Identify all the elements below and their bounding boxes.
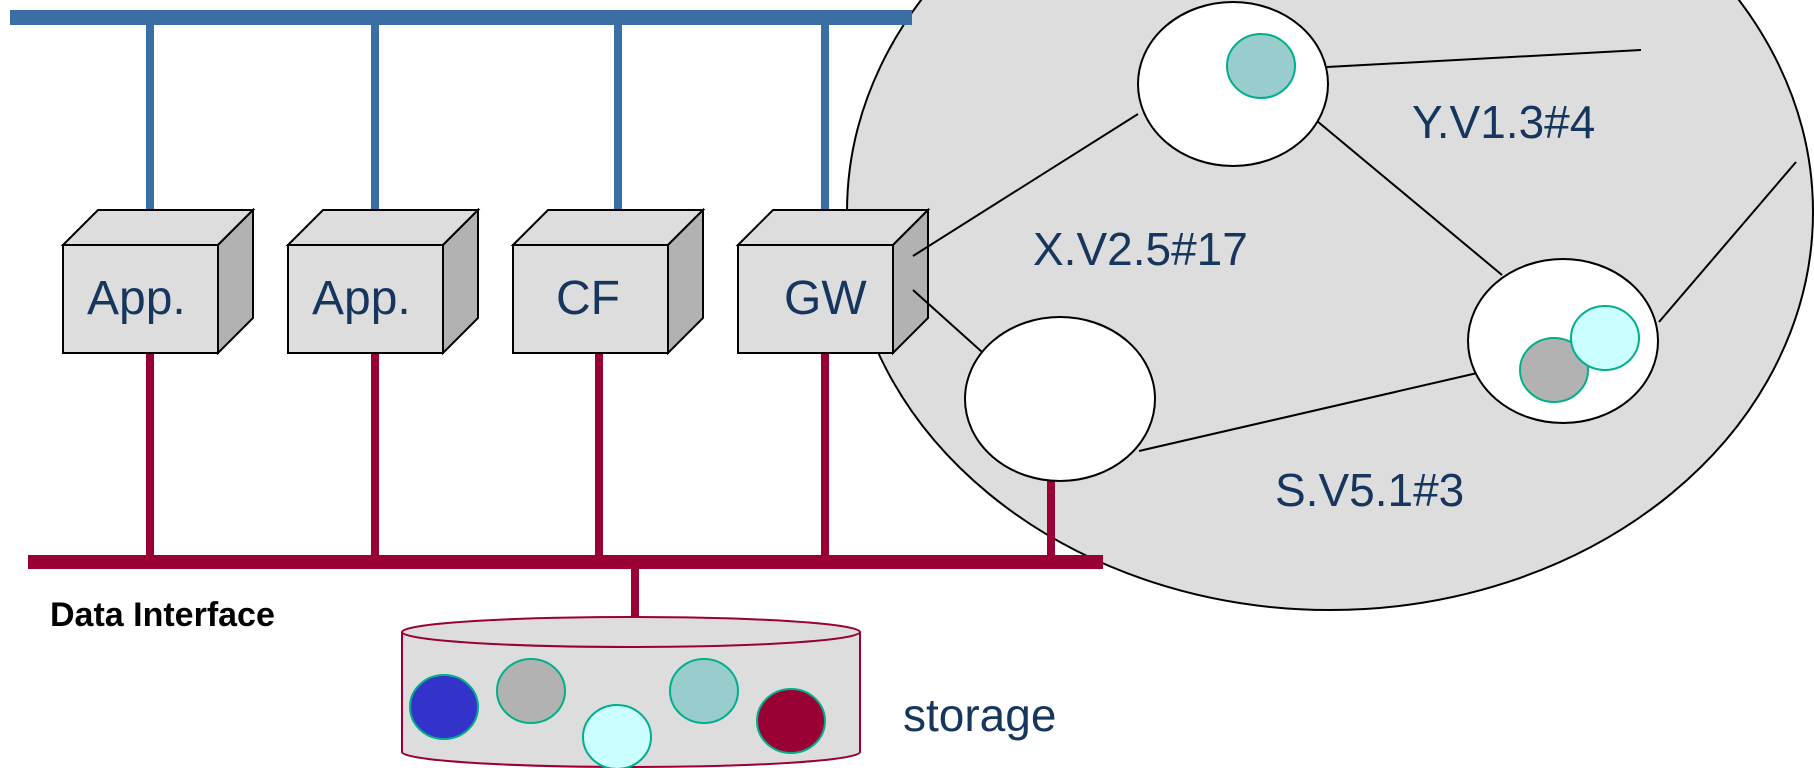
storage-connector (631, 569, 639, 641)
top-bus-drop-1 (146, 25, 154, 225)
service-label-x: X.V2.5#17 (1033, 223, 1248, 275)
app-box-1-label: App. (87, 272, 186, 325)
stored-item-teal (669, 658, 739, 724)
top-bus-drop-2 (371, 25, 379, 225)
bottom-bus-drop-4 (821, 350, 829, 562)
link-gw-top-node (912, 113, 1139, 257)
bottom-bus-drop-3 (595, 350, 603, 562)
top-bus-drop-4 (821, 25, 829, 225)
link-right-node-edge (1658, 161, 1797, 323)
gw-box: GW (735, 207, 931, 356)
app-box-2: App. (285, 207, 481, 356)
cf-box: CF (510, 207, 706, 356)
app-box-2-label: App. (312, 272, 411, 325)
stored-item-cyan (582, 704, 652, 768)
link-top-node-right-node (1310, 115, 1503, 276)
top-bus-drop-3 (614, 25, 622, 225)
network-node-right-service-cyan (1570, 305, 1640, 371)
bottom-bus (28, 555, 1103, 569)
service-label-s: S.V5.1#3 (1275, 464, 1464, 516)
bottom-bus-drop-2 (371, 350, 379, 562)
stored-item-maroon (756, 688, 826, 754)
stored-item-blue (409, 674, 479, 740)
network-node-right-service-grey (1519, 337, 1589, 403)
gw-box-label: GW (784, 272, 867, 325)
data-interface-label: Data Interface (50, 596, 275, 634)
network-node-top-service (1226, 33, 1296, 99)
cf-box-label: CF (556, 272, 620, 325)
top-bus (10, 10, 912, 25)
link-left-node-right-node (1138, 370, 1487, 452)
app-box-1: App. (60, 207, 256, 356)
bottom-bus-drop-net (1047, 478, 1055, 562)
storage-label: storage (903, 689, 1056, 741)
network-node-left (964, 316, 1156, 482)
bottom-bus-drop-1 (146, 350, 154, 562)
link-top-node-right (1326, 49, 1642, 68)
link-gw-left-node (912, 289, 983, 353)
service-label-y: Y.V1.3#4 (1412, 96, 1595, 148)
network-region (846, 0, 1814, 611)
stored-item-grey (496, 658, 566, 724)
